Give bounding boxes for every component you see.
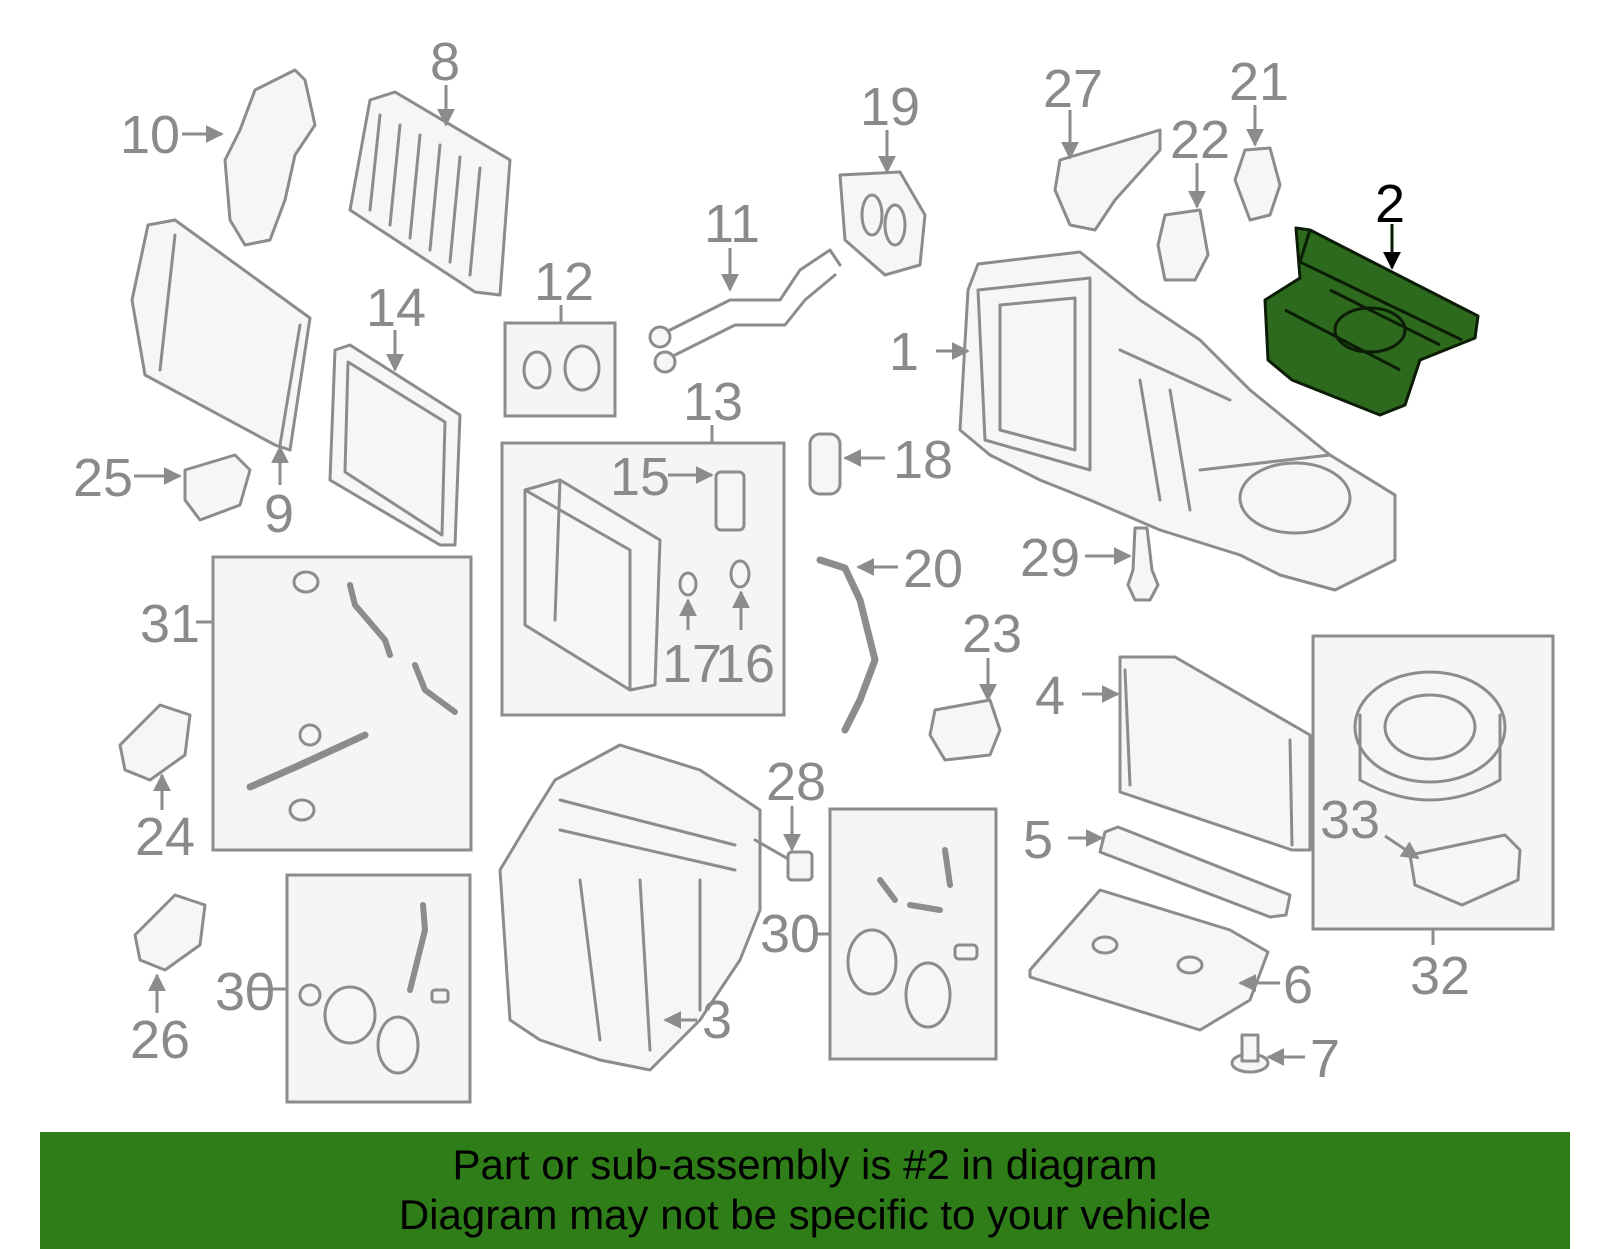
part-26-actuator (133, 893, 207, 972)
callout-18: 18 (893, 430, 953, 490)
part-24-actuator (118, 703, 192, 782)
callout-12: 12 (534, 252, 594, 312)
callout-5: 5 (1023, 810, 1053, 870)
part-4-filter (1118, 655, 1312, 852)
info-banner: Part or sub-assembly is #2 in diagram Di… (40, 1132, 1570, 1249)
callout-3: 3 (702, 990, 732, 1050)
part-10-bracket (223, 68, 317, 247)
callout-7: 7 (1310, 1029, 1340, 1089)
part-21-actuator (1233, 146, 1282, 222)
callout-15: 15 (610, 447, 670, 507)
part-6-bottom-cover (1028, 888, 1270, 1032)
part-30-right-kit (846, 847, 979, 1029)
part-30-left-kit (298, 902, 450, 1075)
callout-17: 17 (662, 634, 722, 694)
callout-19: 19 (860, 77, 920, 137)
part-25-actuator (183, 453, 252, 522)
callout-11: 11 (704, 194, 760, 254)
callout-26: 26 (130, 1010, 190, 1070)
callout-31: 31 (140, 594, 200, 654)
part-28-sensor (753, 838, 814, 882)
callout-1: 1 (889, 322, 919, 382)
part-11-ac-lines (648, 248, 842, 374)
box-31 (211, 555, 473, 852)
callout-10: 10 (120, 105, 180, 165)
part-7-bolt (1230, 1033, 1270, 1074)
callout-labels: 1 2 3 4 5 6 7 8 9 10 11 12 13 14 15 16 1… (73, 32, 1470, 1089)
callout-29: 29 (1020, 528, 1080, 588)
callout-4: 4 (1035, 666, 1065, 726)
part-12-clamps (522, 344, 601, 392)
callout-24: 24 (135, 807, 195, 867)
callout-28: 28 (766, 752, 826, 812)
part-18-switch (808, 432, 842, 496)
callout-21: 21 (1229, 52, 1289, 112)
part-32-blower-motor (1353, 670, 1507, 802)
part-17-o-ring (678, 571, 698, 597)
part-15-expansion-valve (714, 470, 746, 532)
callout-16: 16 (715, 634, 775, 694)
callout-33: 33 (1320, 790, 1380, 850)
callout-9: 9 (264, 484, 294, 544)
callout-2: 2 (1375, 174, 1405, 234)
part-16-o-ring (729, 559, 751, 589)
part-2-blower-housing (1263, 226, 1480, 417)
callout-25: 25 (73, 448, 133, 508)
part-3-lower-housing (498, 743, 762, 1072)
part-29-fastener (1126, 526, 1160, 602)
callout-8: 8 (430, 32, 460, 92)
part-8-heater-core (348, 90, 512, 297)
part-22-actuator (1156, 208, 1210, 282)
callout-20: 20 (903, 539, 963, 599)
part-14-filter-frame (328, 343, 462, 547)
callout-22: 22 (1170, 110, 1230, 170)
part-19-grommet (838, 170, 927, 277)
box-30-right (828, 807, 998, 1061)
part-9-condenser (130, 218, 312, 452)
part-13-evaporator (523, 478, 662, 692)
callout-30-left: 30 (215, 962, 275, 1022)
callout-6: 6 (1283, 955, 1313, 1015)
part-23-sensor (928, 698, 1002, 762)
part-27-bracket (1053, 128, 1162, 232)
callout-32: 32 (1410, 946, 1470, 1006)
leader-lines (134, 85, 1435, 1066)
part-33-resistor (1408, 833, 1522, 907)
banner-line-1: Part or sub-assembly is #2 in diagram (452, 1141, 1158, 1188)
callout-27: 27 (1043, 59, 1103, 119)
part-1-hvac-housing (958, 250, 1397, 592)
callout-13: 13 (683, 372, 743, 432)
part-20-drain-tube (816, 556, 879, 734)
banner-line-2: Diagram may not be specific to your vehi… (398, 1191, 1212, 1238)
part-31-linkage-kit (246, 570, 458, 822)
callout-14: 14 (366, 278, 426, 338)
callout-30-right: 30 (760, 904, 820, 964)
part-5-seal-strip (1098, 825, 1292, 919)
callout-23: 23 (962, 604, 1022, 664)
